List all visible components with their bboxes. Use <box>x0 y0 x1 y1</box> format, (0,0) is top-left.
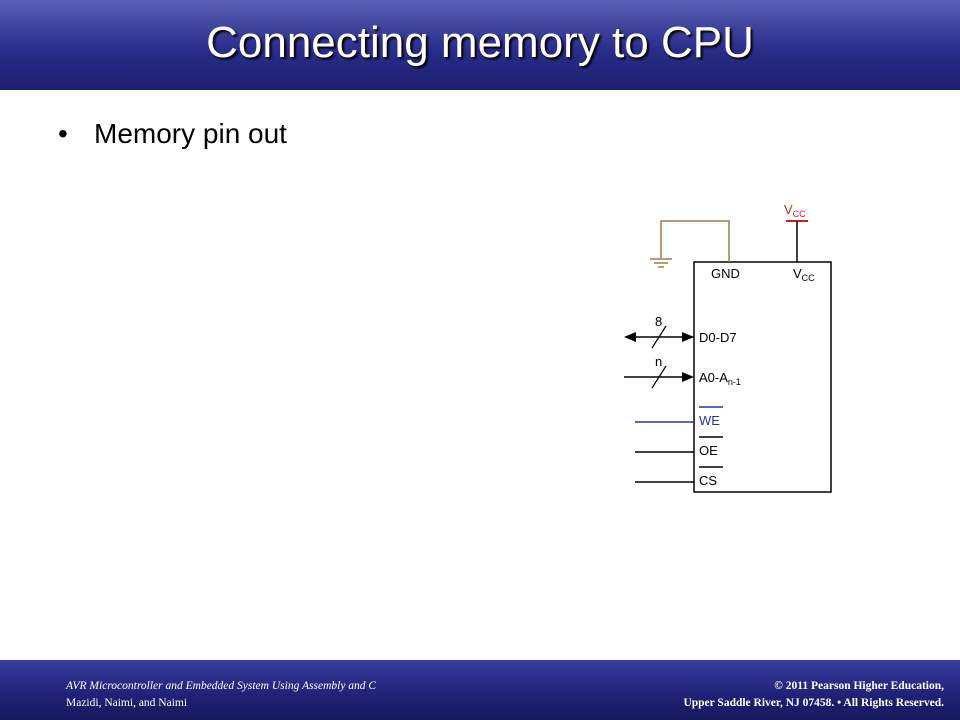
title-bar <box>0 0 960 90</box>
bullet-text: Memory pin out <box>94 118 287 149</box>
footer-book-title: AVR Microcontroller and Embedded System … <box>66 680 377 692</box>
data-bus-left-arrow-icon <box>624 332 636 342</box>
bullet-dot: • <box>58 118 68 149</box>
address-bus-width-label: n <box>655 354 662 369</box>
data-pin-label: D0-D7 <box>699 330 737 345</box>
vcc-supply-label: VCC <box>784 202 806 219</box>
footer-copyright: © 2011 Pearson Higher Education, Upper S… <box>683 678 944 712</box>
data-bus-width-label: 8 <box>655 314 662 329</box>
data-bus-slash <box>651 325 667 349</box>
footer-bar <box>0 660 960 720</box>
cs-pin-label: CS <box>699 473 717 488</box>
gnd-pin-label: GND <box>711 266 740 281</box>
bullet-item: • Memory pin out <box>58 118 287 150</box>
we-pin-label: WE <box>699 413 720 428</box>
footer-copyright-line1: © 2011 Pearson Higher Education, <box>774 680 944 692</box>
footer-authors: Mazidi, Naimi, and Naimi <box>66 697 188 709</box>
footer-book-info: AVR Microcontroller and Embedded System … <box>66 678 376 712</box>
data-bus-right-arrow-icon <box>682 332 694 342</box>
address-bus-slash <box>651 365 667 389</box>
address-bus-arrow-icon <box>682 372 694 382</box>
memory-pinout-diagram: VCC GND VCC 8 D0-D7 n A0-An-1 WE OE CS <box>624 202 832 493</box>
oe-pin-label: OE <box>699 443 718 458</box>
ground-symbol-icon <box>650 258 672 268</box>
vcc-pin-label: VCC <box>793 266 815 283</box>
footer-copyright-line2: Upper Saddle River, NJ 07458. • All Righ… <box>683 697 944 709</box>
slide-title: Connecting memory to CPU <box>206 18 754 67</box>
address-pin-label: A0-An-1 <box>699 370 741 387</box>
gnd-wire <box>660 220 730 262</box>
